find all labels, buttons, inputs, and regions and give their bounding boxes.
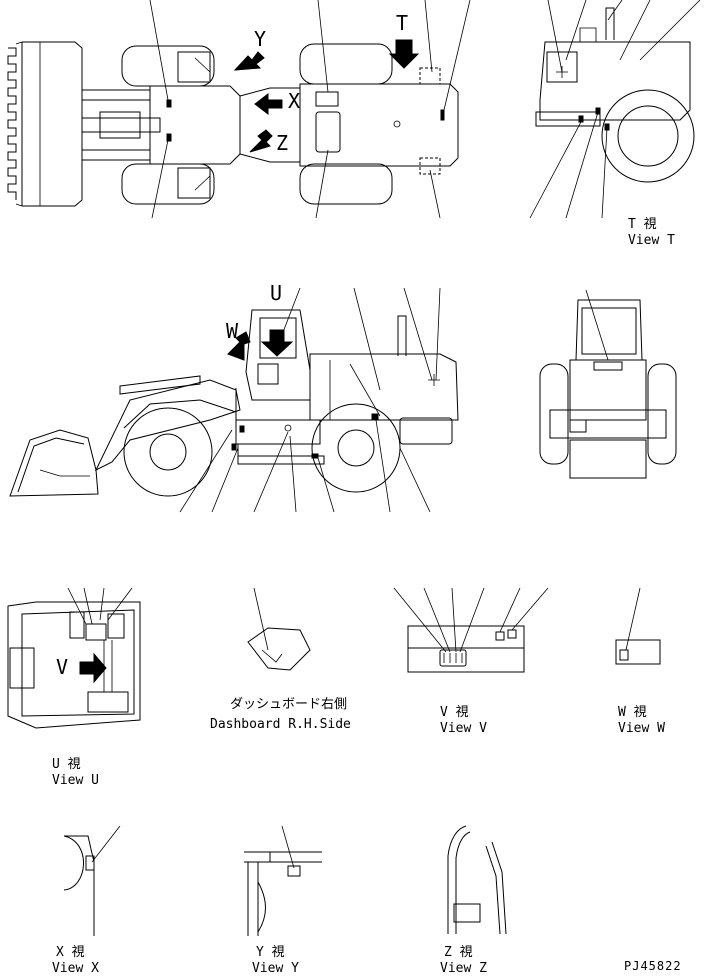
view-y-jp: Y 視 — [256, 945, 285, 960]
view-w-en: View W — [618, 721, 665, 736]
view-v-drawing: V 視 View V — [393, 587, 549, 736]
arrow-letter-y: Y — [254, 27, 266, 51]
dashboard-en: Dashboard R.H.Side — [210, 717, 351, 732]
view-t-drawing: T 視 View T — [529, 0, 701, 248]
view-t-en: View T — [628, 233, 675, 248]
view-u-drawing: V U 視 View U — [7, 587, 141, 788]
arrow-letter-w: W — [226, 319, 239, 343]
view-z-jp: Z 視 — [444, 945, 473, 960]
view-v-en: View V — [440, 721, 487, 736]
arrow-letter-u: U — [270, 281, 282, 305]
view-y-drawing: Y 視 View Y — [244, 825, 322, 976]
view-x-jp: X 視 — [56, 945, 85, 960]
drawing-number: PJ45822 — [624, 959, 682, 973]
view-x-en: View X — [52, 961, 99, 976]
view-u-en: View U — [52, 773, 99, 788]
view-u-jp: U 視 — [52, 757, 81, 772]
side-view-loader: U W — [9, 281, 459, 513]
view-y-en: View Y — [252, 961, 299, 976]
arrow-letter-v: V — [56, 655, 68, 679]
view-z-drawing: Z 視 View Z — [440, 825, 507, 976]
dashboard-jp: ダッシュボード右側 — [230, 697, 347, 712]
view-v-jp: V 視 — [440, 705, 469, 720]
view-t-jp: T 視 — [628, 217, 657, 232]
view-x-drawing: X 視 View X — [52, 825, 121, 976]
dashboard-rh-drawing: ダッシュボード右側 Dashboard R.H.Side — [210, 587, 351, 732]
view-w-drawing: W 視 View W — [615, 587, 665, 736]
arrow-letter-t: T — [396, 11, 408, 35]
top-view-loader: Y T X Z — [7, 0, 471, 219]
front-view-loader — [539, 289, 677, 479]
view-z-en: View Z — [440, 961, 487, 976]
arrow-letter-z: Z — [276, 131, 288, 155]
view-w-jp: W 視 — [618, 705, 647, 720]
arrow-letter-x: X — [288, 89, 300, 113]
